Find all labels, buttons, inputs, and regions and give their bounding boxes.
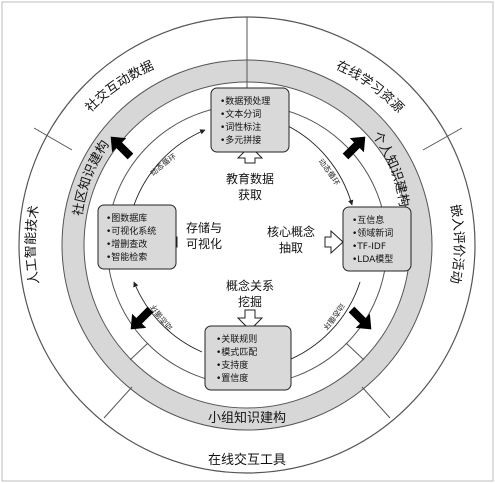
box-right-item-1: •互信息: [352, 214, 384, 226]
stage-right-line2: 抽取: [279, 241, 303, 255]
box-top-item-2: •文本分词: [220, 108, 261, 120]
box-top-item-1: •数据预处理: [220, 95, 270, 107]
stage-right-line1: 核心概念: [267, 224, 315, 239]
bold-arrow-bottom-right: [348, 306, 372, 330]
box-right-item-2: •领域新词: [352, 227, 393, 239]
box-right: [342, 206, 412, 272]
hollow-arrow-down: [236, 309, 264, 331]
box-left-item-3: •增删查改: [106, 238, 147, 250]
box-bottom: [204, 325, 292, 391]
outer-divider-bottom-left: [103, 386, 133, 419]
box-bottom-item-2: •模式匹配: [216, 346, 257, 358]
box-left-item-2: •可视化系统: [106, 225, 156, 237]
cycle-arrow-top-left: [133, 129, 206, 206]
middle-divider-right: [345, 342, 365, 361]
box-top-item-3: •词性标注: [220, 121, 261, 133]
stage-bottom-line2: 挖掘: [238, 294, 262, 309]
box-left: [97, 204, 177, 270]
middle-divider-left: [129, 342, 149, 361]
bold-arrow-top-left: [110, 136, 134, 160]
box-right-item-3: •TF-IDF: [352, 242, 386, 252]
box-bottom-item-1: •关联规则: [216, 333, 257, 345]
cycle-arrow-top-right: [283, 123, 354, 206]
outer-divider-left: [33, 127, 73, 151]
bold-arrow-top-right: [342, 136, 366, 160]
stage-top-line2: 获取: [238, 188, 262, 202]
box-top: [210, 87, 290, 153]
stage-bottom-line1: 概念关系: [226, 278, 274, 293]
outer-label-interaction-tools: 在线交互工具: [208, 452, 286, 468]
hollow-arrow-right: [324, 229, 344, 255]
outer-divider-bottom-right: [361, 386, 391, 419]
box-left-item-4: •智能检索: [106, 251, 147, 263]
box-bottom-item-3: •支持度: [216, 359, 248, 371]
box-left-item-1: •图数据库: [106, 212, 147, 224]
bold-arrow-bottom-left: [130, 306, 154, 330]
stage-left-line1: 存储与: [186, 220, 222, 235]
cycle-arrow-bottom-right: [283, 281, 361, 363]
middle-label-group: 小组知识建构: [208, 410, 286, 426]
cycle-arrow-bottom-left: [133, 281, 203, 353]
outer-divider-right: [422, 127, 463, 151]
stage-left-line2: 可视化: [186, 236, 222, 251]
box-top-item-4: •多元拼接: [220, 134, 261, 146]
box-right-item-4: •LDA模型: [352, 254, 393, 265]
stage-top-line1: 教育数据: [226, 171, 274, 186]
box-bottom-item-4: •置信度: [216, 372, 248, 384]
